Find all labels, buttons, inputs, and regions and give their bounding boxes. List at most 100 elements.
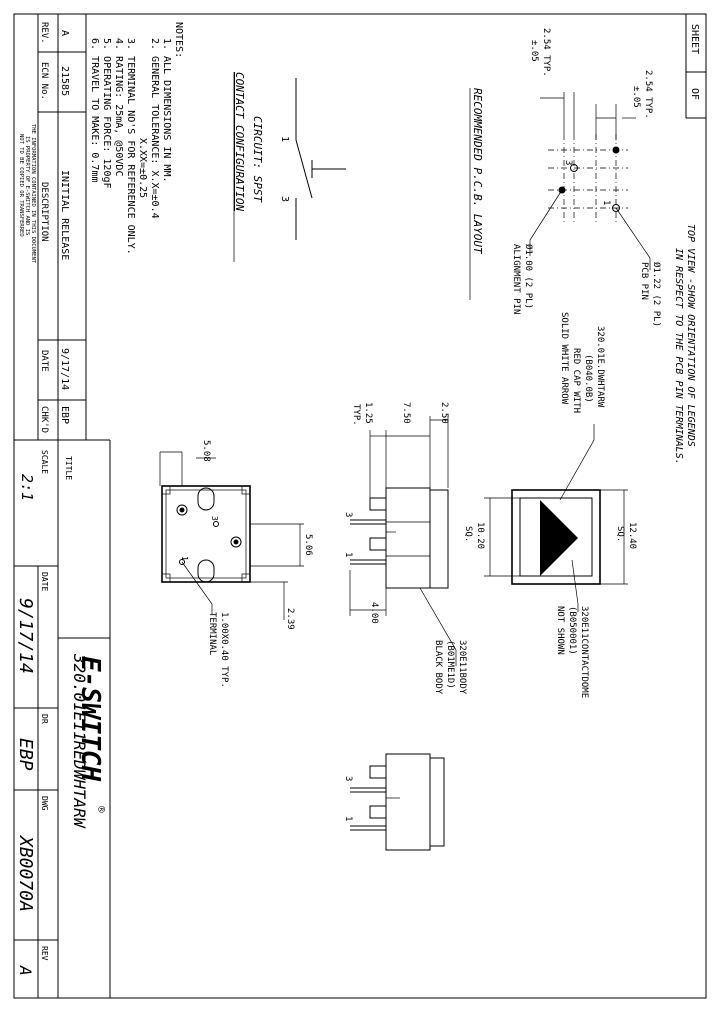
bottom-post-1 — [176, 504, 188, 516]
align-pin-label: ALIGNMENT PIN — [511, 244, 521, 314]
bottom-slot-bottom — [197, 559, 215, 583]
side-dim-125: 1.25 — [363, 402, 373, 424]
bottom-view: 3 1 5.08 5.06 2.39 1.00X0.40 TYP. TERMIN… — [159, 440, 313, 688]
side-pin-3-label: 3 — [343, 512, 353, 517]
bottom-dim-508: 5.08 — [201, 440, 211, 462]
bottom-pin-3: 3 — [210, 516, 219, 521]
note-3: 3. TERMINAL NO'S FOR REFERENCE ONLY. — [125, 38, 136, 255]
pcb-dim-a-tol: ±.05 — [631, 86, 641, 108]
note-6: 6. TRAVEL TO MAKE: 0.7mm — [89, 38, 100, 183]
align-pin-size: Ø1.00 (2 PL) — [523, 244, 534, 309]
description-header: DESCRIPTION — [39, 182, 49, 242]
bottom-outline — [161, 485, 251, 583]
rev-label: REV — [40, 946, 49, 961]
circuit-subtitle: CONTACT CONFIGURATION — [233, 72, 246, 211]
date-label: DATE — [40, 572, 49, 591]
note-4: 4. RATING: 25mA, @50VDC — [113, 38, 124, 176]
note-2: 2. GENERAL TOLERANCE: X.X=±0.4 — [149, 38, 160, 219]
bottom-slot-top — [197, 487, 215, 511]
body-part: 320E11BODY — [457, 640, 467, 695]
confidential-line-3: NOT TO BE COPIED OR TRANSFERRED — [18, 134, 24, 237]
side-dim-250: 2.50 — [439, 402, 449, 424]
bottom-post-2 — [230, 536, 242, 548]
cap-inner — [519, 497, 593, 577]
dwg-label: DWG — [40, 796, 49, 811]
cap-desc-2: SOLID WHITE ARROW — [559, 312, 569, 405]
cap-part: 320.01E.DWHTARW — [595, 326, 605, 408]
scale-value: 2:1 — [18, 474, 36, 501]
note-2b: X.XX=±0.25 — [137, 138, 148, 198]
sheet-border — [13, 13, 707, 999]
bottom-pin-1: 1 — [180, 556, 189, 561]
circuit-terminal-1: 1 — [279, 136, 290, 142]
rev-value-title: A — [16, 965, 35, 976]
top-view-line-1: TOP VIEW -SHOW ORIENTATION OF LEGENDS — [685, 224, 696, 447]
cap-code: (B040.0B) — [583, 354, 593, 403]
end-pin-3-label: 3 — [343, 776, 353, 781]
dwg-value: XB0070A — [15, 834, 36, 912]
terminal-label: TERMINAL — [207, 612, 217, 655]
notes-header: NOTES: — [173, 22, 184, 58]
title-block: TITLE 320.01E11REDWHTARW SCALE 2:1 DATE … — [14, 439, 111, 998]
drawing-title: 320.01E11REDWHTARW — [70, 653, 89, 829]
circuit-diagram: 1 3 CIRCUIT: SPST CONTACT CONFIGURATION — [233, 72, 346, 262]
registered-mark: ® — [95, 806, 108, 813]
description-value: INITIAL RELEASE — [59, 170, 70, 260]
cap-desc-1: RED CAP WITH — [571, 348, 581, 413]
confidential-line-1: THE INFORMATION CONTAINED IN THIS DOCUME… — [30, 124, 36, 264]
side-dim-400: 4.00 — [369, 602, 379, 624]
cap-outer-sq: SQ. — [615, 526, 625, 542]
pcb-layout-title: RECOMMENDED P.C.B. LAYOUT — [471, 88, 484, 255]
chkd-value: EBP — [59, 406, 70, 424]
bottom-dim-239: 2.39 — [285, 608, 295, 630]
sheet-label: SHEET — [689, 24, 700, 54]
circuit-title: CIRCUIT: SPST — [251, 116, 264, 203]
side-dim-750: 7.50 — [401, 402, 411, 424]
title-label: TITLE — [64, 456, 73, 480]
cap-outer-dim: 12.40 — [627, 522, 637, 549]
cap-inner-sq: SQ. — [463, 526, 473, 542]
date-header: DATE — [39, 350, 49, 372]
note-5: 5. OPERATING FORCE: 120gF — [101, 38, 112, 189]
bottom-dim-506: 5.06 — [303, 534, 313, 556]
date-value: 9/17/14 — [59, 348, 70, 390]
ecn-value: 21585 — [59, 66, 70, 96]
cap-top-view: 12.40 SQ. 10.20 SQ. 320.01E.DWHTARW (B04… — [463, 312, 637, 698]
end-cap — [429, 757, 445, 847]
terminal-size: 1.00X0.40 TYP. — [219, 612, 229, 688]
side-view: 3 1 2.50 7.50 1.25 TYP. 4.00 320E11BODY … — [343, 402, 467, 695]
rev-header: REV. — [39, 22, 49, 44]
pcb-layout: RECOMMENDED P.C.B. LAYOUT 3 1 2.54 TYP. … — [469, 28, 662, 327]
pcb-dim-b: 2.54 TYP. — [541, 28, 551, 77]
end-view: 3 1 — [343, 753, 445, 851]
switch-blade — [295, 139, 313, 199]
pcb-dim-b-tol: ±.05 — [529, 40, 539, 62]
top-view-note: TOP VIEW -SHOW ORIENTATION OF LEGENDS IN… — [673, 224, 696, 465]
cap-inner-dim: 10.20 — [475, 522, 485, 549]
pcb-pin-1 — [612, 146, 620, 154]
pcb-dim-a: 2.54 TYP. — [643, 70, 653, 119]
circuit-terminal-3: 3 — [279, 196, 290, 202]
white-arrow — [540, 500, 578, 576]
dome-part: 320E11CONTACTDOME — [579, 606, 589, 698]
revision-block: REV. ECN No. DESCRIPTION DATE CHK'D A 21… — [14, 14, 87, 441]
date-value-title: 9/17/14 — [15, 598, 36, 674]
side-body — [385, 487, 431, 589]
dr-label: DR — [40, 714, 49, 724]
pcb-pin-label: PCB PIN — [639, 262, 649, 300]
body-code: (B01ME1D) — [445, 640, 455, 689]
side-step-top — [369, 497, 387, 511]
side-pin-1-label: 1 — [343, 552, 353, 557]
top-view-line-2: IN RESPECT TO THE PCB PIN TERMINALS. — [673, 248, 684, 465]
rev-value: A — [59, 30, 70, 36]
pcb-pin-label-3: 3 — [563, 160, 573, 165]
dome-code: (B050001) — [567, 606, 577, 655]
body-desc: BLACK BODY — [433, 640, 443, 695]
sheet-box: SHEET OF — [685, 14, 706, 119]
note-1: 1. ALL DIMENSIONS IN MM. — [161, 38, 172, 183]
pcb-pin-2 — [612, 204, 620, 212]
scale-label: SCALE — [40, 450, 49, 474]
sheet-of-label: OF — [689, 88, 700, 100]
